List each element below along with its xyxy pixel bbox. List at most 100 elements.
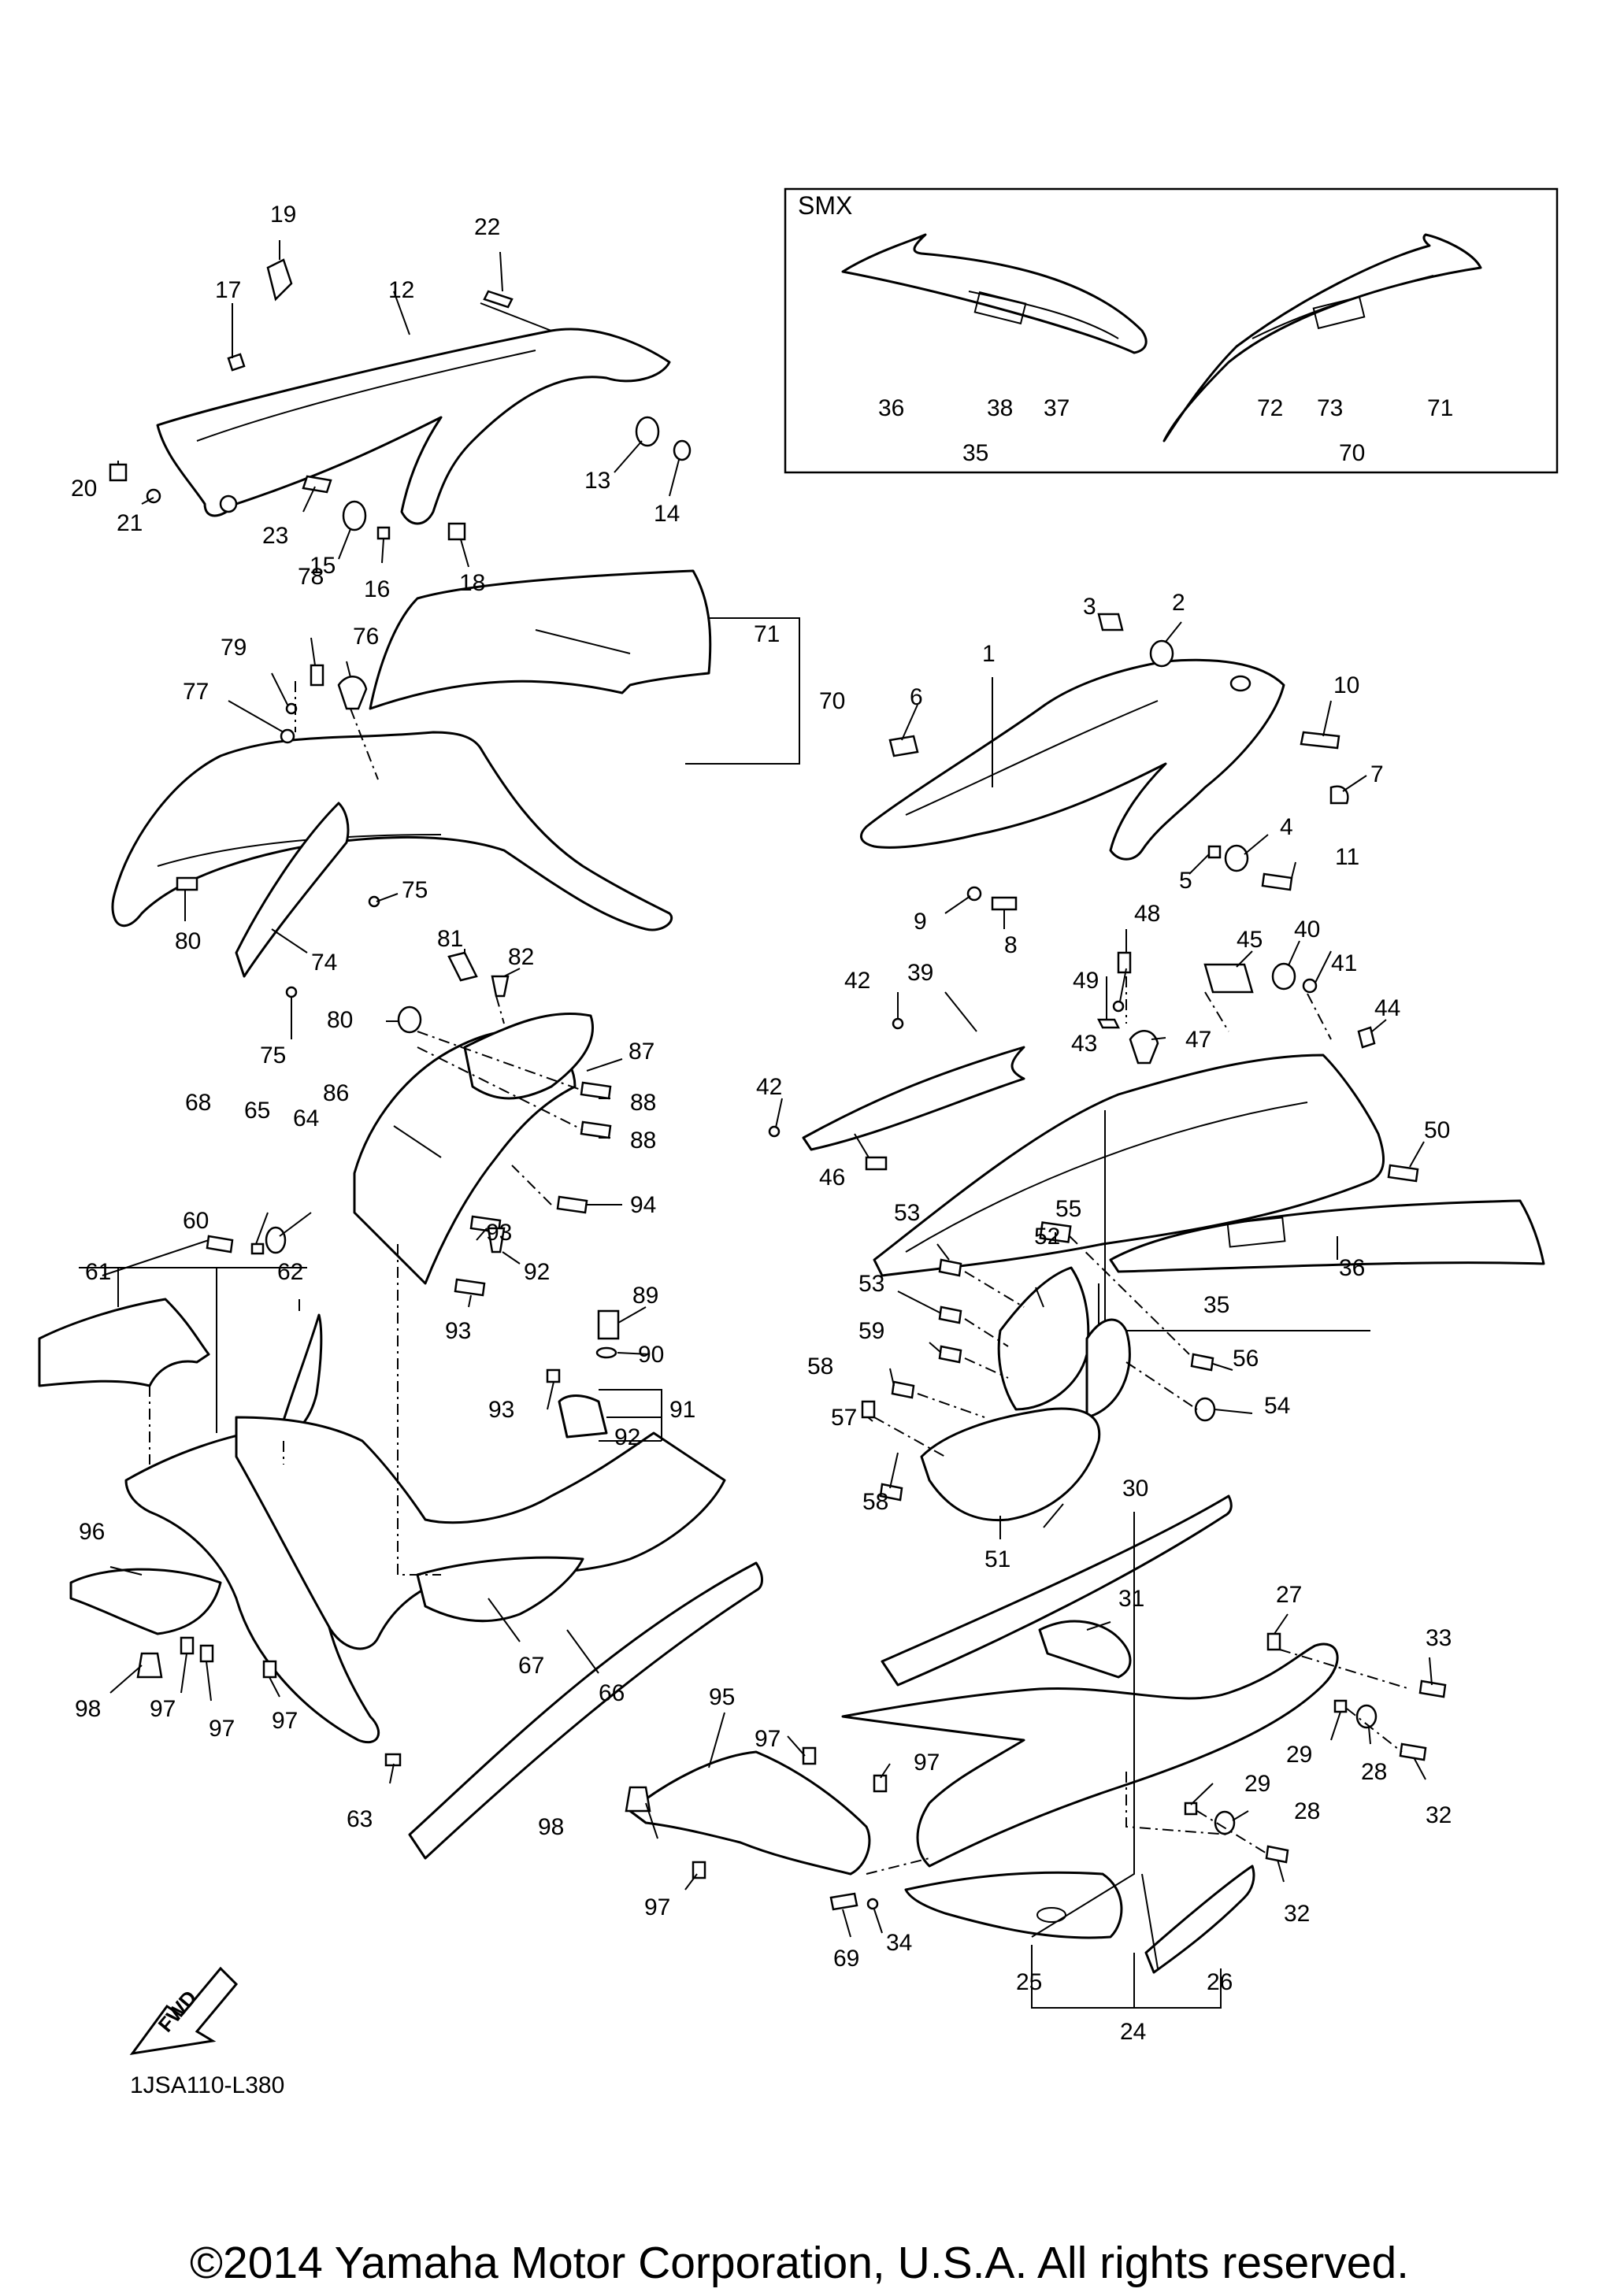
- collar-29-lower: [1184, 1802, 1198, 1816]
- rivet-57: [861, 1400, 876, 1419]
- callout-28-upper: 28: [1361, 1759, 1387, 1785]
- left-lower-cowl-group: [38, 1212, 763, 1860]
- screw-68: [206, 1235, 234, 1254]
- smx-left-decal: [841, 233, 1148, 354]
- callout-59: 59: [858, 1318, 884, 1344]
- panel-39: [802, 1046, 1025, 1151]
- bracket-group: [546, 1306, 662, 1442]
- decal-36-logo: [1226, 1217, 1286, 1248]
- clip-27: [1266, 1632, 1281, 1651]
- callout-7: 7: [1370, 761, 1384, 787]
- callout-87: 87: [629, 1039, 654, 1065]
- screw-59: [938, 1345, 962, 1364]
- screw-20: [109, 463, 128, 482]
- screw-88-lower: [580, 1120, 612, 1139]
- washer-49: [1112, 1000, 1125, 1013]
- damper-64: [265, 1226, 287, 1254]
- callout-20: 20: [71, 476, 97, 502]
- smx-left-decal-stripe: [968, 291, 1119, 339]
- callout-72: 72: [1257, 395, 1283, 421]
- callout-69: 69: [833, 1946, 859, 1972]
- screw-48: [1117, 951, 1132, 974]
- callout-3: 3: [1083, 594, 1096, 620]
- duct-31: [1038, 1620, 1132, 1679]
- rivet-98-left: [136, 1652, 163, 1679]
- callout-13: 13: [584, 468, 610, 494]
- callout-97-c: 97: [272, 1708, 298, 1734]
- callout-81: 89: [632, 1283, 658, 1309]
- callout-94: 94: [630, 1192, 656, 1218]
- collar-41: [1302, 978, 1318, 994]
- callout-97-e: 97: [914, 1750, 940, 1776]
- callout-44: 44: [1374, 995, 1400, 1021]
- callout-36: 36: [1339, 1255, 1365, 1281]
- side-cowl-35-edge: [905, 1102, 1308, 1253]
- smx-right-decal: [1162, 233, 1482, 443]
- callout-35-inset: 35: [962, 440, 988, 466]
- washer-42-lower: [768, 1125, 781, 1138]
- callout-34: 34: [886, 1930, 912, 1956]
- callout-82: 90: [638, 1342, 664, 1368]
- callout-36-inset: 36: [878, 395, 904, 421]
- screw-80: [176, 876, 198, 891]
- panel-25-hole: [1036, 1907, 1066, 1923]
- callout-6: 6: [910, 684, 923, 710]
- washer-34: [866, 1898, 879, 1910]
- callout-labels: 19 22 12 17 20 21 23 15 16 18 13 14 SMX …: [71, 191, 1453, 2045]
- callout-19: 19: [270, 202, 296, 228]
- callout-12: 12: [388, 277, 414, 303]
- right-lower-decal-leaders: [1098, 1236, 1338, 1331]
- screw-8: [991, 896, 1018, 911]
- callout-32-lower: 32: [1284, 1901, 1310, 1927]
- callout-49: 49: [1073, 968, 1099, 994]
- callout-89: 80: [327, 1007, 353, 1033]
- fwd-arrow-icon: [129, 1966, 239, 2056]
- bolt-18: [447, 522, 466, 541]
- callout-98-right: 98: [538, 1814, 564, 1840]
- callout-61: 61: [85, 1259, 111, 1285]
- callout-70-inset: 70: [1339, 440, 1365, 466]
- collar-5: [1207, 845, 1222, 859]
- callout-45: 45: [1237, 927, 1263, 953]
- callout-48: 48: [1134, 901, 1160, 927]
- under-cowl-24: [841, 1642, 1339, 1868]
- screw-33: [1418, 1679, 1447, 1698]
- callout-77: 76: [353, 624, 379, 650]
- smx-right-decal-stripe: [1251, 275, 1434, 339]
- upper-cowl-leaders: [117, 240, 680, 568]
- callout-60: 60: [183, 1208, 209, 1234]
- damper-2: [1149, 639, 1174, 668]
- screw-23: [302, 475, 332, 494]
- callout-93-upper: 93: [486, 1220, 512, 1246]
- upper-cowl-12-hole: [219, 494, 238, 513]
- callout-95: 95: [709, 1684, 735, 1710]
- callout-42-lower: 42: [756, 1074, 782, 1100]
- callout-91: 82: [508, 944, 534, 970]
- rivet-97-e: [873, 1774, 888, 1793]
- damper-28-lower: [1214, 1810, 1236, 1835]
- upper-left-cowl-group: [109, 240, 692, 568]
- damper-40: [1271, 962, 1296, 991]
- callout-93-lower: 93: [445, 1318, 471, 1344]
- screw-32-upper: [1399, 1742, 1427, 1761]
- smx-right-logo: [1312, 295, 1366, 330]
- callout-4: 4: [1280, 814, 1293, 840]
- air-duct-dash-lines: [873, 1235, 1198, 1457]
- front-cowl-60-inner: [235, 1416, 726, 1650]
- callout-10: 10: [1333, 672, 1359, 698]
- decal-71-left: [369, 569, 712, 710]
- callout-52: 52: [1034, 1224, 1060, 1250]
- rivet-97-a: [180, 1636, 195, 1655]
- inset-label-smx: SMX: [798, 191, 852, 220]
- callout-76: 77: [183, 679, 209, 705]
- callout-37: 37: [1044, 395, 1070, 421]
- smx-left-logo: [973, 291, 1027, 325]
- callout-97-f: 97: [644, 1894, 670, 1920]
- callout-38: 38: [987, 395, 1013, 421]
- trim-66: [408, 1561, 763, 1860]
- callout-79: 79: [221, 635, 247, 661]
- callout-29-upper: 29: [1286, 1742, 1312, 1768]
- rivet-97-d: [802, 1746, 817, 1765]
- air-duct-leaders: [867, 1232, 1253, 1539]
- collar-3: [1097, 613, 1124, 631]
